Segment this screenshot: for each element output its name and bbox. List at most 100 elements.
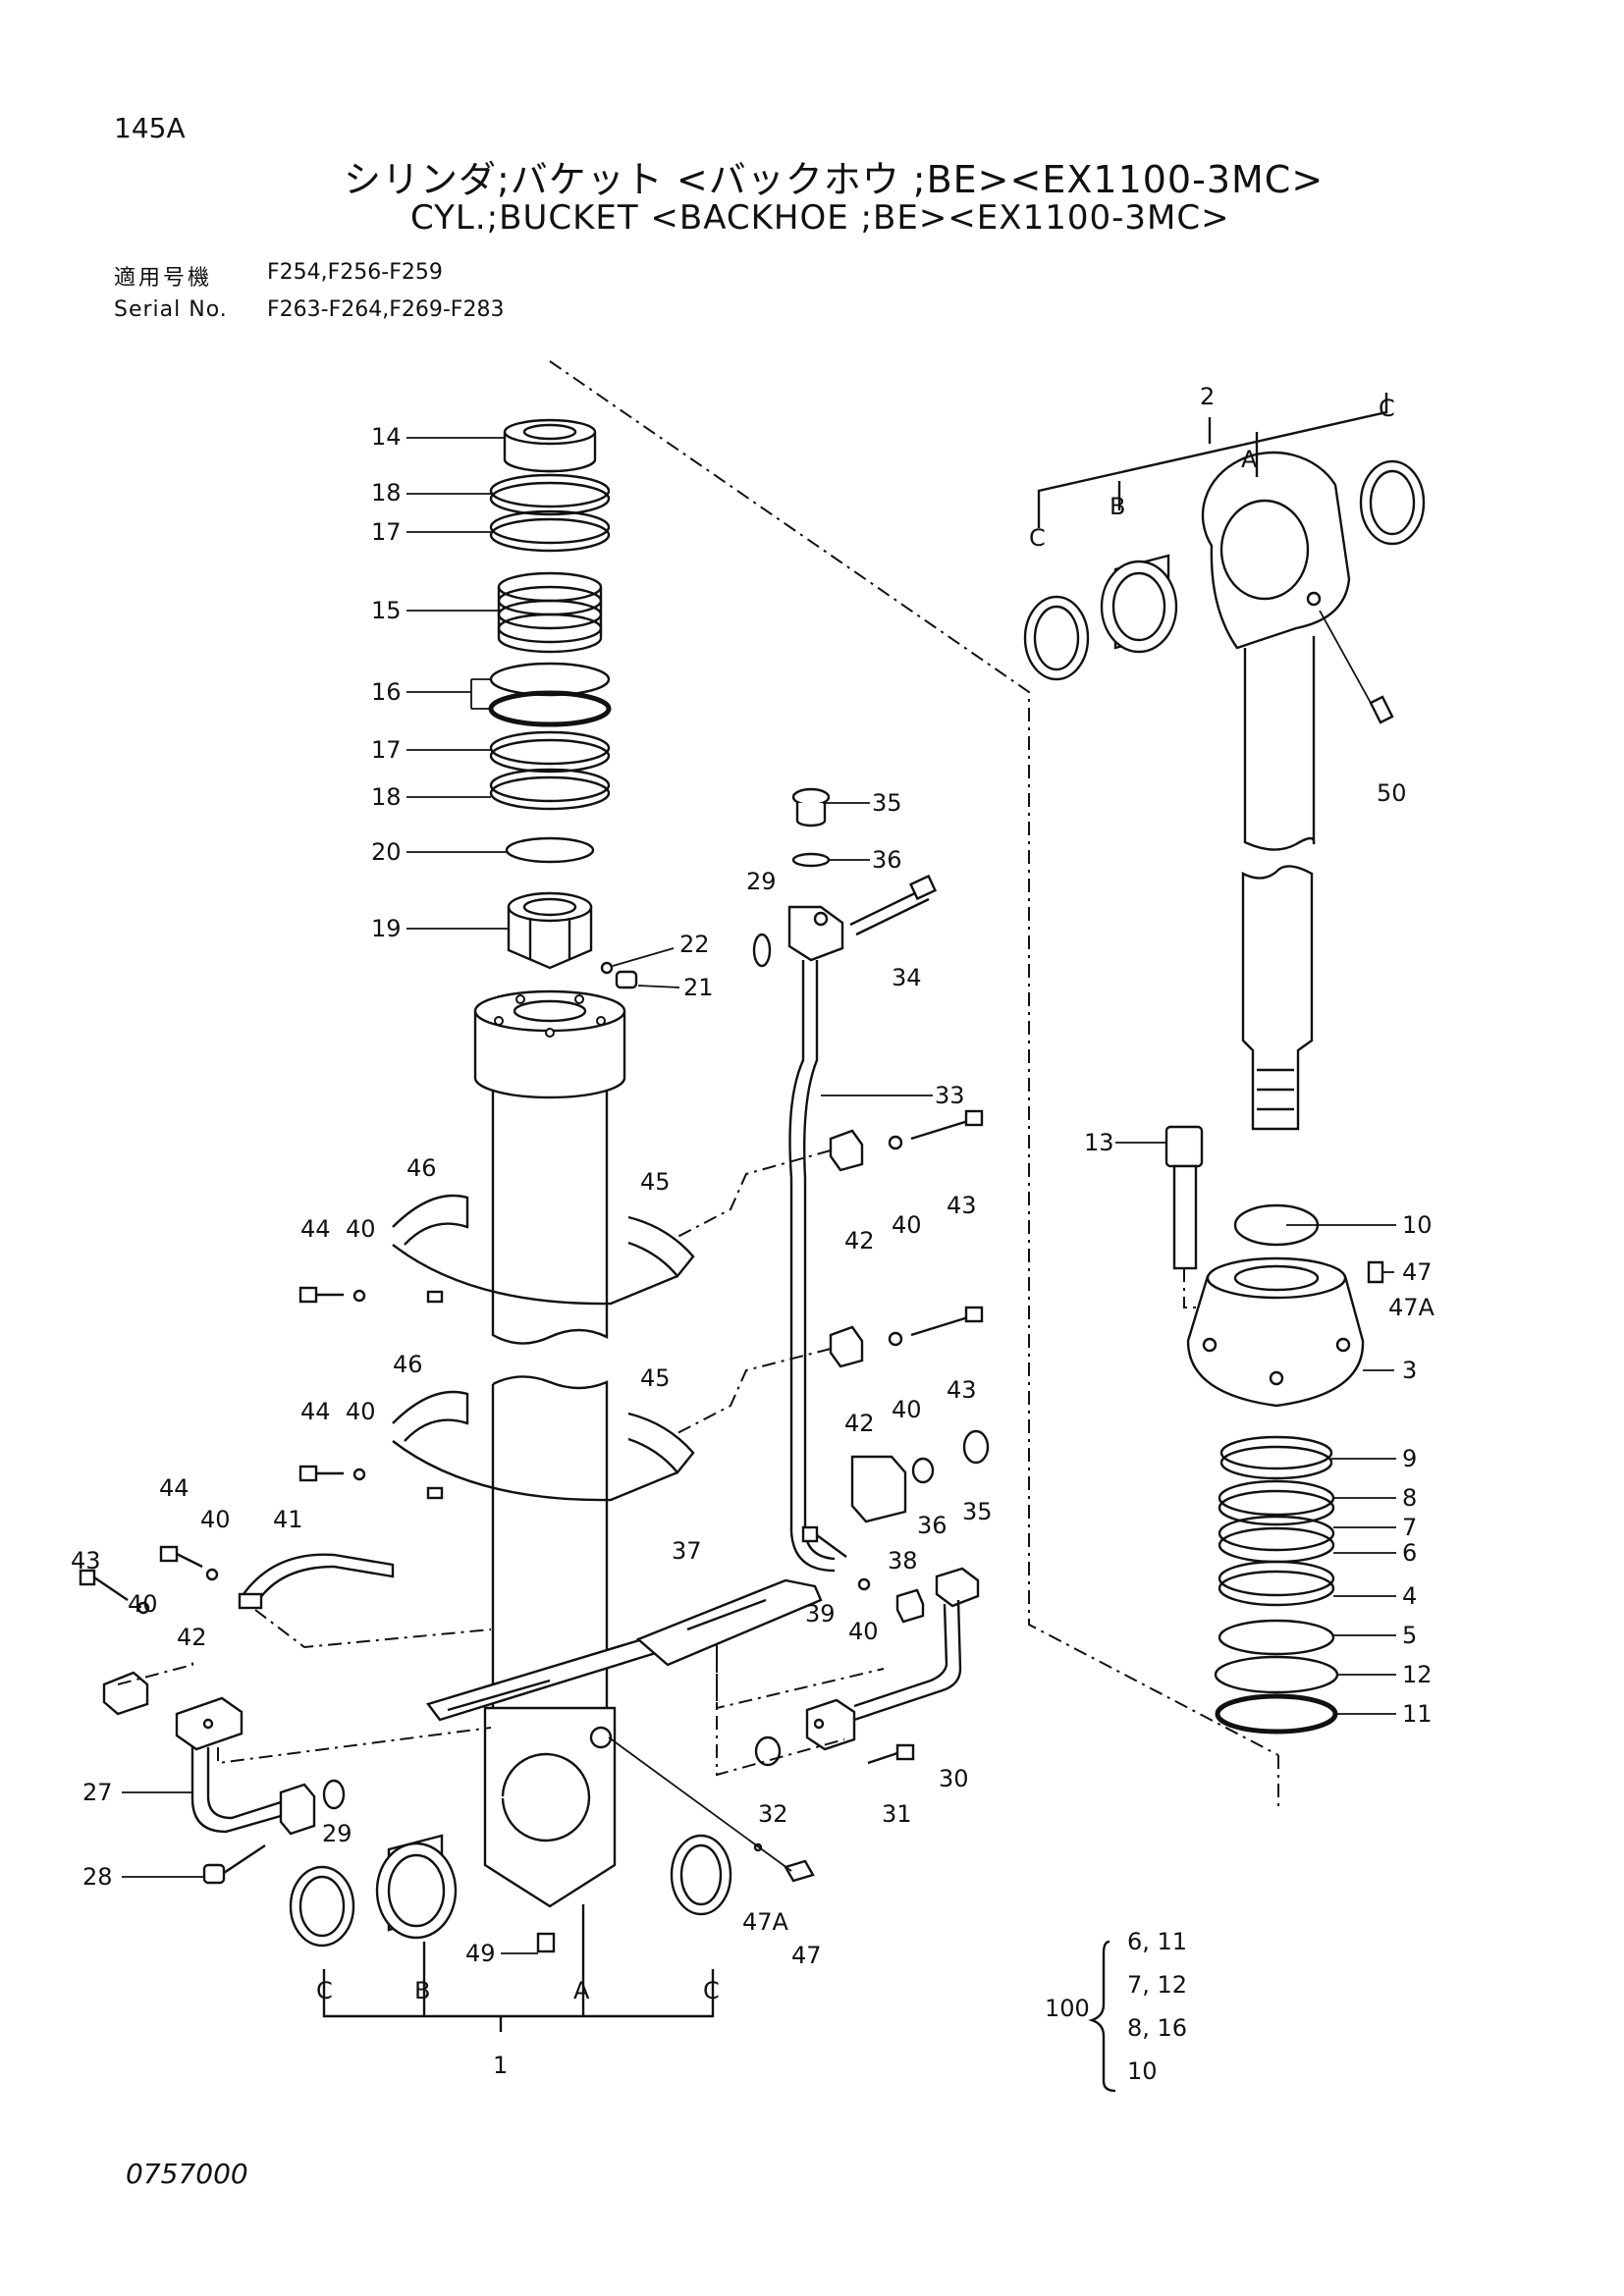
callout-42: 42 (844, 1227, 875, 1255)
part-39-40-31-32-bolts (754, 1525, 915, 1767)
callout-2: 2 (1200, 383, 1215, 410)
part-14-bushing (503, 418, 597, 473)
callout-21: 21 (683, 974, 714, 1001)
part-33-pipe (787, 905, 907, 1573)
part-42-27-28-29-pipe-left (102, 1659, 492, 1885)
callout-45: 45 (640, 1364, 671, 1392)
part-46-45-clamps-upper (392, 1194, 695, 1306)
callout-47A: 47A (1388, 1294, 1435, 1321)
part-18-17-rings-top (489, 473, 611, 553)
callout-4: 4 (1402, 1582, 1417, 1610)
callout-49: 49 (465, 1940, 496, 1967)
callout-9: 9 (1402, 1445, 1417, 1472)
part-46-45-clamps-lower (392, 1390, 695, 1502)
kit-item: 7, 12 (1127, 1971, 1187, 1999)
serial-label-jp: 適用号機 (114, 266, 213, 291)
callout-14: 14 (371, 423, 402, 451)
kit-item: 8, 16 (1127, 2014, 1187, 2042)
callout-40: 40 (346, 1398, 376, 1425)
callout-40: 40 (892, 1396, 922, 1423)
callout-44: 44 (300, 1215, 331, 1243)
callout-B: B (414, 1977, 430, 2004)
part-13-bolt (1164, 1125, 1218, 1308)
callout-47: 47 (791, 1942, 822, 1969)
callout-28: 28 (82, 1863, 113, 1891)
callout-39: 39 (805, 1600, 836, 1628)
page-number: 145A (114, 112, 186, 144)
part-35-36-plugs (791, 787, 990, 1484)
callout-7: 7 (1402, 1514, 1417, 1541)
callout-C: C (1029, 524, 1046, 552)
callout-C: C (1379, 395, 1395, 422)
callout-37: 37 (672, 1537, 702, 1565)
part-1-cylinder-tube (473, 989, 626, 1908)
kit-100-contents: 100 6, 11 7, 12 8, 16 10 (1045, 1928, 1187, 2085)
callout-40: 40 (892, 1211, 922, 1239)
callout-B: B (1110, 493, 1125, 520)
title-english: CYL.;BUCKET <BACKHOE ;BE><EX1100-3MC> (410, 198, 1230, 238)
callout-43: 43 (71, 1547, 101, 1575)
callout-15: 15 (371, 597, 402, 624)
part-30-pipe-right (716, 1567, 980, 1777)
serial-range-1: F254,F256-F259 (267, 260, 443, 285)
callout-3: 3 (1402, 1357, 1417, 1384)
part-15-piston (497, 571, 603, 654)
part-37-guard-plate (426, 1578, 823, 1722)
part-43-40-bolts-lower-left (79, 1545, 219, 1615)
callout-17: 17 (371, 736, 402, 764)
callout-45: 45 (640, 1168, 671, 1196)
callout-19: 19 (371, 915, 402, 942)
bushings-bottom-c-b-c (289, 1834, 732, 1948)
callout-42: 42 (177, 1624, 207, 1651)
callout-5: 5 (1402, 1622, 1417, 1649)
callout-10: 10 (1402, 1211, 1433, 1239)
kit-item: 10 (1127, 2057, 1158, 2085)
callout-31: 31 (882, 1800, 912, 1828)
callout-12: 12 (1402, 1661, 1433, 1688)
part-19-nut (507, 891, 593, 970)
callout-29: 29 (746, 868, 777, 895)
callout-33: 33 (935, 1082, 965, 1109)
drawing-number: 0757000 (126, 2158, 248, 2190)
callout-labels: 14 18 17 15 16 17 18 20 19 22 21 46 45 4… (71, 383, 1435, 2079)
callout-46: 46 (406, 1154, 437, 1182)
callout-40: 40 (200, 1506, 231, 1533)
callout-30: 30 (939, 1765, 969, 1792)
callout-17: 17 (371, 518, 402, 546)
callout-38: 38 (888, 1547, 918, 1575)
callout-42: 42 (844, 1410, 875, 1437)
callout-40: 40 (128, 1590, 158, 1618)
callout-46: 46 (393, 1351, 423, 1378)
serial-label-en: Serial No. (114, 297, 228, 322)
callout-40: 40 (848, 1618, 879, 1645)
callout-27: 27 (82, 1779, 113, 1806)
part-44-40-bolts-left (298, 1286, 366, 1482)
leader-lines (122, 437, 1396, 1954)
callout-A: A (573, 1977, 590, 2004)
callout-35: 35 (872, 789, 902, 817)
assembly-outline (549, 360, 1279, 1806)
part-2-rod-eye (1201, 451, 1394, 1131)
callout-1: 1 (493, 2052, 508, 2079)
callout-41: 41 (273, 1506, 303, 1533)
callout-22: 22 (679, 931, 710, 958)
seal-stack-4-to-12 (1214, 1435, 1339, 1735)
brackets-a-b-c (322, 393, 1388, 2093)
callout-47: 47 (1402, 1258, 1433, 1286)
callout-44: 44 (159, 1474, 189, 1502)
part-42-43-blocks (677, 1109, 984, 1434)
callout-40: 40 (346, 1215, 376, 1243)
title-japanese: シリンダ;バケット <バックホウ ;BE><EX1100-3MC> (344, 158, 1325, 201)
part-16-seal (488, 662, 612, 727)
part-29-34-oring-bolt (752, 874, 938, 968)
callout-36: 36 (917, 1512, 947, 1539)
callout-29: 29 (322, 1820, 352, 1847)
callout-47A: 47A (742, 1908, 789, 1936)
callout-16: 16 (371, 678, 402, 706)
callout-50: 50 (1377, 779, 1407, 807)
callout-44: 44 (300, 1398, 331, 1425)
part-41-clamp (238, 1553, 492, 1649)
callout-11: 11 (1402, 1700, 1433, 1728)
callout-32: 32 (758, 1800, 788, 1828)
